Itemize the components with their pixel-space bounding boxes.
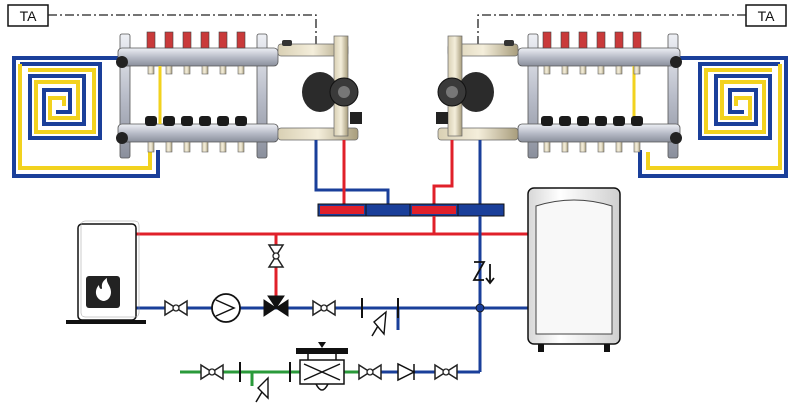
pump-group-left	[277, 35, 362, 141]
thermostat-left-label: TA	[20, 8, 38, 24]
floor-loop-right	[638, 56, 788, 178]
thermostat-right-label: TA	[758, 8, 776, 24]
storage-tank-icon	[527, 187, 621, 352]
circulator-pump-symbol	[211, 293, 241, 323]
circulator-pump-icon	[302, 72, 359, 112]
gas-boiler-icon	[66, 220, 146, 324]
y-strainer-icon	[361, 298, 399, 337]
ball-valve-icon	[164, 244, 458, 380]
manifold-left-actuators	[145, 116, 247, 126]
thermostat-left-wire	[48, 14, 317, 48]
y-strainer-icon	[239, 362, 291, 403]
thermostat-left: TA	[7, 4, 49, 27]
check-valve-icon	[397, 362, 416, 382]
manifold-right-flowmeters	[542, 31, 642, 49]
circulator-pump-icon	[437, 72, 494, 112]
pump-group-right	[436, 35, 519, 141]
three-way-valve-icon	[263, 295, 289, 317]
thermostat-right: TA	[745, 4, 787, 27]
hydraulic-separator-icon	[317, 203, 505, 217]
manifold-left	[116, 31, 279, 159]
flame-icon	[95, 278, 111, 301]
manifold-right	[517, 31, 682, 159]
manifold-right-actuators	[541, 116, 643, 126]
check-valve-vertical-icon	[472, 261, 495, 285]
manifold-left-flowmeters	[146, 31, 246, 49]
floor-loop-left	[12, 56, 160, 178]
header-connections	[314, 140, 482, 204]
junction-node	[475, 303, 485, 313]
thermostat-right-wire	[477, 14, 746, 48]
pressure-reducer-icon	[296, 342, 348, 391]
